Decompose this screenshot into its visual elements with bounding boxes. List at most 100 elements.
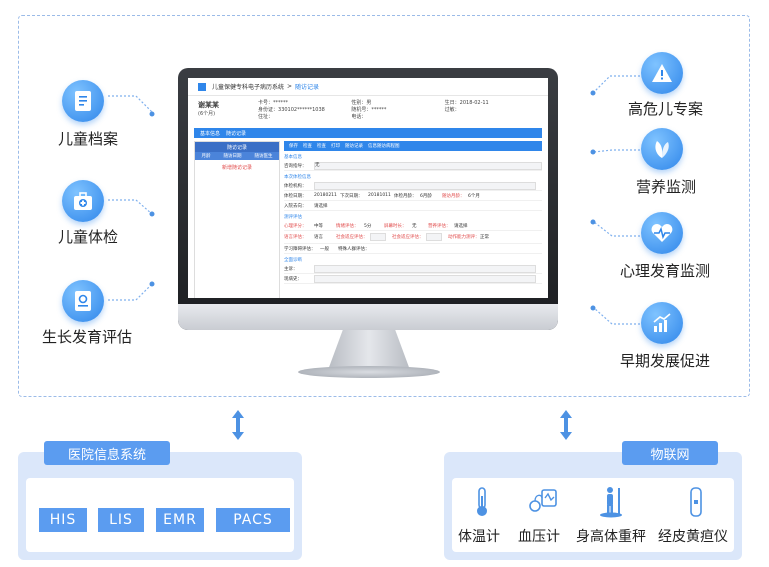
bidirectional-arrow-icon [232, 410, 244, 440]
leaf-icon[interactable] [641, 128, 683, 170]
blood-pressure-icon [529, 489, 557, 512]
history-label: 现病史： [284, 276, 302, 282]
section-assessment: 测评评估 [284, 215, 302, 220]
history-input[interactable] [314, 274, 536, 283]
next-value[interactable]: 20181011 [368, 193, 391, 198]
patient-name: 谢某某 [198, 101, 219, 109]
learning-value[interactable]: 一般 [320, 246, 329, 252]
screen-header: 儿童保健专科电子病历系统 > 随访记录 [188, 78, 548, 96]
learning-label: 学习障碍评估： [284, 246, 316, 252]
psych-value[interactable]: 中等 [314, 223, 323, 229]
jaundice-meter-icon [690, 487, 702, 517]
age-label: 体检月龄： [394, 193, 417, 199]
gender-value: 男 [366, 100, 372, 106]
screen-tabs: 基本信息 随访记录 [194, 128, 542, 138]
screen-time-value[interactable]: 无 [412, 223, 417, 229]
social-input[interactable] [370, 233, 386, 241]
cognition-label: 动作能力测评： [448, 235, 480, 240]
feature-label-high-risk: 高危儿专案 [628, 100, 704, 118]
patient-age: (6个月) [198, 111, 216, 117]
system-emr[interactable]: EMR [156, 508, 204, 532]
warning-icon[interactable] [641, 52, 683, 94]
date-label: 体检日期： [284, 193, 307, 199]
feature-label-child-file: 儿童档案 [58, 130, 119, 148]
complaint-input[interactable] [314, 264, 536, 273]
col-doctor: 随访医生 [254, 154, 273, 159]
medical-kit-icon[interactable] [62, 180, 104, 222]
destination-select[interactable]: 请选择 [314, 203, 328, 209]
toolbar-chart[interactable]: 信息随访病程图 [368, 144, 400, 149]
toolbar-check-2[interactable]: 检查 [317, 144, 326, 149]
months-label: 随访月龄： [442, 193, 465, 199]
emotion-value[interactable]: 5分 [364, 223, 372, 229]
tab-followup[interactable]: 随访记录 [226, 130, 247, 137]
device-label-thermometer: 体温计 [458, 529, 500, 545]
app-title: 儿童保健专科电子病历系统 [212, 84, 285, 91]
feature-label-child-exam: 儿童体检 [58, 228, 119, 246]
followup-form: 保存 检查 检查 打印 随访记录 信息随访病程图 基本信息 咨询指导：无 本次体… [284, 141, 542, 298]
org-label: 体检机构： [284, 183, 307, 189]
gender-label: 性别： [351, 100, 367, 106]
psych-label: 心理评分： [284, 223, 307, 229]
org-select[interactable] [314, 181, 536, 190]
feature-label-psych-development: 心理发育监测 [620, 262, 711, 280]
heart-pulse-icon[interactable] [641, 212, 683, 254]
monitor: 儿童保健专科电子病历系统 > 随访记录 谢某某 (6个月) 卡号：****** … [178, 68, 558, 330]
emr-screen: 儿童保健专科电子病历系统 > 随访记录 谢某某 (6个月) 卡号：****** … [188, 78, 548, 298]
col-date: 随访日期 [223, 154, 242, 159]
special-label: 特殊人群评估： [338, 246, 370, 252]
birth-value: 2018-02-11 [459, 100, 489, 106]
page-title[interactable]: 随访记录 [295, 84, 320, 91]
toolbar-print[interactable]: 打印 [331, 144, 340, 149]
section-basic: 基本信息 [284, 155, 302, 160]
system-lis[interactable]: LIS [98, 508, 144, 532]
age-value[interactable]: 6月龄 [420, 193, 432, 199]
system-pacs[interactable]: PACS [216, 508, 290, 532]
guardian-label: 随机号： [351, 107, 372, 113]
guidance-label: 咨询指导： [284, 163, 307, 169]
guidance-value[interactable]: 无 [314, 161, 542, 170]
thermometer-icon [477, 487, 487, 516]
date-value[interactable]: 20180211 [314, 193, 337, 198]
id-label: 身份证： [258, 107, 279, 113]
social-label-2: 社会适应评估： [392, 235, 424, 240]
monitor-base [298, 366, 440, 378]
patient-info: 谢某某 (6个月) 卡号：****** 身份证：330102******1038… [188, 96, 548, 128]
feature-frame [18, 15, 750, 397]
months-value[interactable]: 6个月 [468, 193, 480, 199]
guardian-value: ****** [371, 107, 387, 113]
id-value: 330102******1038 [278, 107, 325, 113]
system-his[interactable]: HIS [39, 508, 87, 532]
child-file-icon[interactable] [62, 80, 104, 122]
growth-chart-icon[interactable] [641, 302, 683, 344]
assessment-document-icon[interactable] [62, 280, 104, 322]
phone-label: 电话： [351, 114, 367, 120]
his-box-title: 医院信息系统 [44, 441, 170, 465]
card-label: 卡号： [258, 100, 274, 106]
add-followup-link[interactable]: 新增随访记录 [221, 165, 252, 171]
card-value: ****** [273, 100, 289, 106]
nutrition-label: 营养评估： [428, 223, 451, 229]
language-value[interactable]: 语言 [314, 235, 323, 240]
nutrition-value[interactable]: 请选择 [454, 223, 468, 229]
language-label: 语言评估： [284, 235, 307, 240]
followup-list-header: 随访记录 [195, 142, 279, 152]
toolbar-save[interactable]: 保存 [289, 144, 298, 149]
screen-time-label: 屏幕时长： [384, 223, 407, 229]
feature-label-early-development: 早期发展促进 [620, 352, 711, 370]
form-toolbar: 保存 检查 检查 打印 随访记录 信息随访病程图 [284, 141, 542, 151]
toolbar-check-1[interactable]: 检查 [303, 144, 312, 149]
bidirectional-arrow-icon [560, 410, 572, 440]
social-input-2[interactable] [426, 233, 442, 241]
followup-list-panel: 随访记录 月龄 随访日期 随访医生 新增随访记录 [194, 141, 280, 298]
height-scale-icon [600, 487, 622, 518]
toolbar-records[interactable]: 随访记录 [345, 144, 363, 149]
breadcrumb-separator: > [287, 83, 293, 90]
cognition-value[interactable]: 正常 [480, 235, 489, 240]
iot-box-title: 物联网 [622, 441, 718, 465]
device-label-height-scale: 身高体重秤 [576, 529, 646, 545]
monitor-stand [328, 330, 410, 370]
tab-basic-info[interactable]: 基本信息 [200, 130, 221, 137]
feature-label-nutrition: 营养监测 [636, 178, 697, 196]
